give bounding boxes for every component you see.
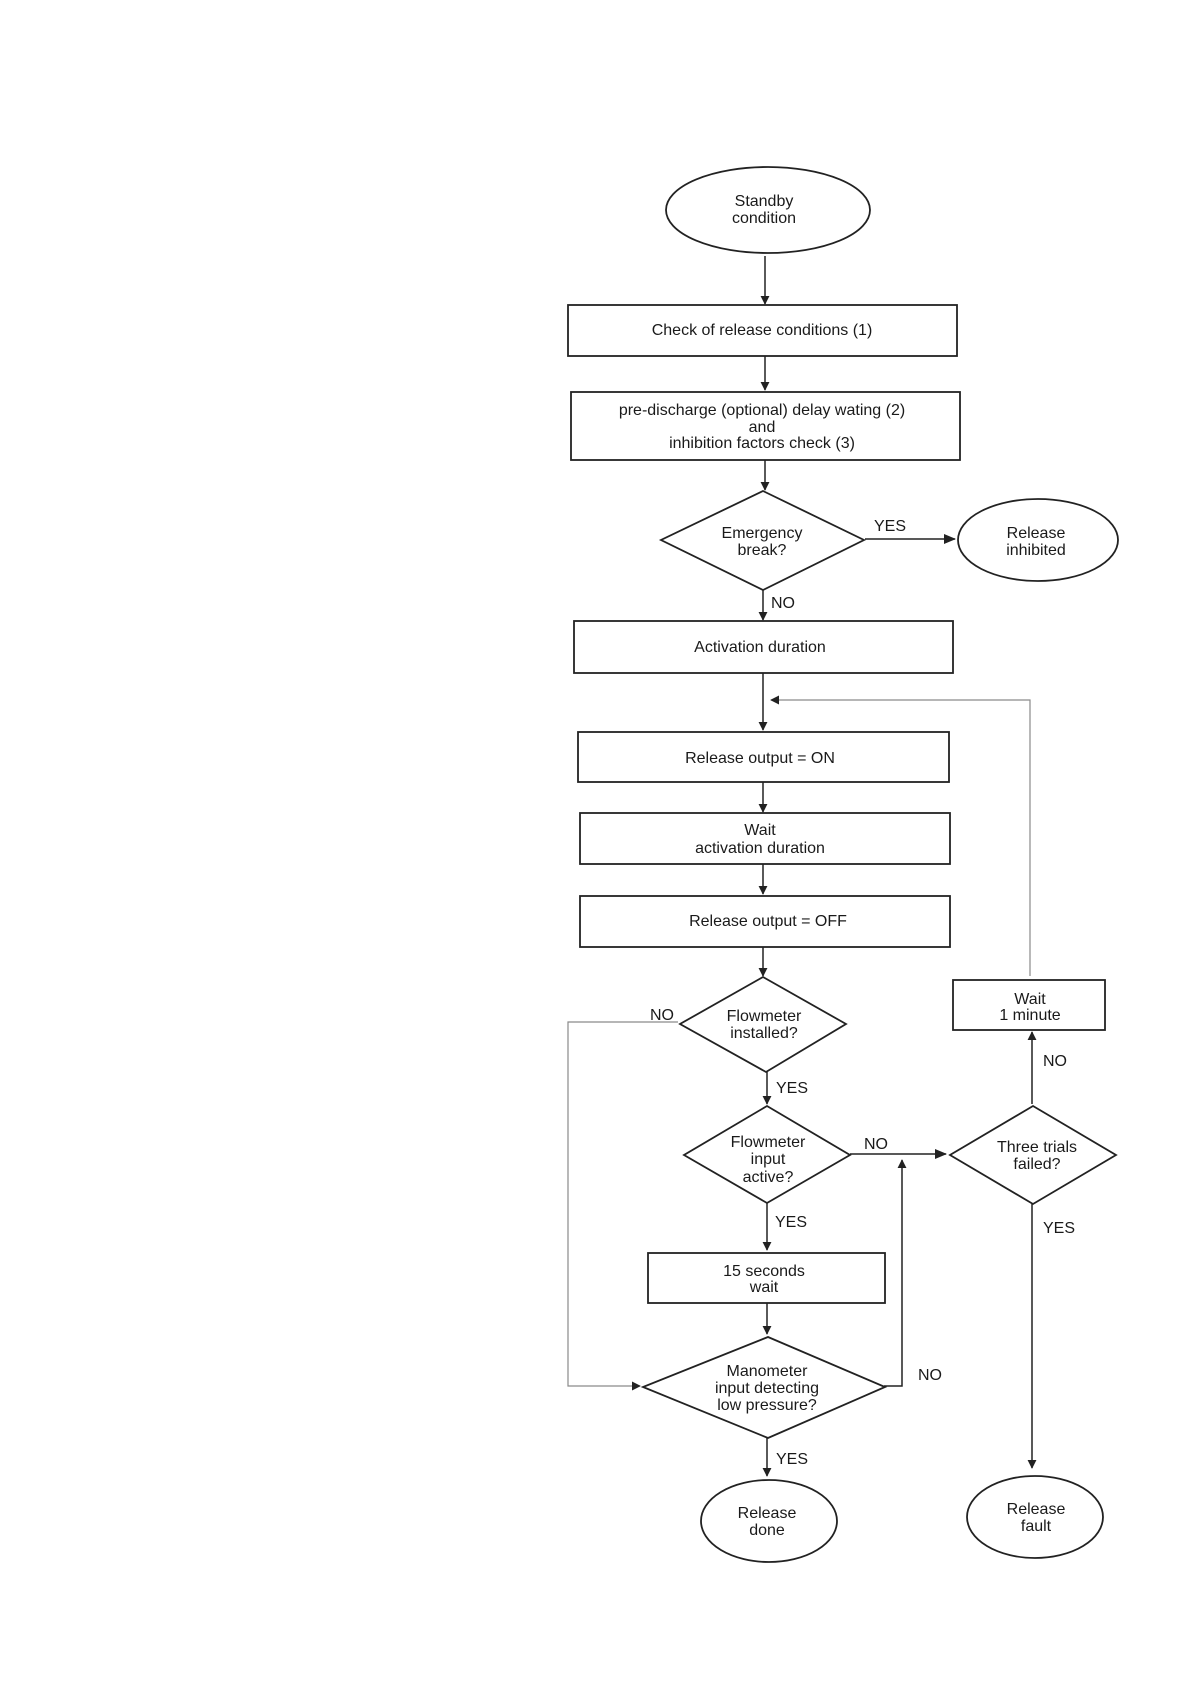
release-done-ellipse <box>700 1479 838 1563</box>
release-fault-label-line-1: Release <box>1007 1501 1066 1518</box>
15-seconds-label-line-1: 15 seconds <box>723 1263 805 1280</box>
three-trials-label-line-2: failed? <box>1013 1156 1060 1173</box>
node-flowmeter-input-active: Flowmeter input active? <box>682 1104 852 1205</box>
release-done-label-line-2: done <box>749 1522 785 1539</box>
label-flowmeter-installed-yes: YES <box>776 1080 808 1097</box>
label-flowmeter-input-no: NO <box>864 1136 888 1153</box>
activation-duration-box <box>573 620 954 674</box>
edge-wait-1-minute-loop <box>770 695 1031 976</box>
activation-duration-label: Activation duration <box>694 639 826 656</box>
pre-discharge-label-line-1: pre-discharge (optional) delay wating (2… <box>619 402 905 419</box>
pre-discharge-label-line-3: inhibition factors check (3) <box>669 435 855 452</box>
node-release-output-on: Release output = ON <box>577 731 950 783</box>
flowmeter-input-label-line-2: input <box>751 1151 786 1168</box>
label-three-trials-no: NO <box>1043 1053 1067 1070</box>
flowmeter-input-label-line-1: Flowmeter <box>731 1134 806 1151</box>
wait-1-minute-box <box>952 979 1106 1031</box>
release-output-off-label: Release output = OFF <box>689 913 847 930</box>
manometer-label-line-2: input detecting <box>715 1380 819 1397</box>
flowmeter-input-diamond <box>682 1104 852 1205</box>
standby-ellipse <box>665 166 871 254</box>
emergency-break-diamond <box>658 490 867 592</box>
node-check-release-conditions: Check of release conditions (1) <box>567 304 958 357</box>
label-flowmeter-installed-no: NO <box>650 1007 674 1024</box>
node-activation-duration: Activation duration <box>573 620 954 674</box>
label-manometer-no: NO <box>918 1367 942 1384</box>
label-flowmeter-input-yes: YES <box>775 1214 807 1231</box>
node-emergency-break: Emergency break? <box>658 490 867 592</box>
wait-1-minute-label-line-2: 1 minute <box>999 1007 1060 1024</box>
wait-activation-box <box>579 812 951 865</box>
15-seconds-box <box>647 1252 886 1304</box>
standby-label-line-2: condition <box>732 210 796 227</box>
connectors <box>567 256 1037 1477</box>
label-emergency-no: NO <box>771 595 795 612</box>
wait-activation-label-line-1: Wait <box>744 822 776 839</box>
emergency-break-label-line-2: break? <box>738 542 787 559</box>
edge-manometer-no <box>884 1159 907 1387</box>
pre-discharge-label-line-2: and <box>749 419 776 436</box>
wait-activation-label-line-2: activation duration <box>695 840 825 857</box>
node-release-done: Release done <box>700 1479 838 1563</box>
standby-label-line-1: Standby <box>735 193 794 210</box>
release-inhibited-ellipse <box>957 498 1119 582</box>
node-flowmeter-installed: Flowmeter installed? <box>678 975 848 1074</box>
node-pre-discharge: pre-discharge (optional) delay wating (2… <box>570 391 961 461</box>
node-three-trials-failed: Three trials failed? <box>948 1104 1118 1206</box>
flowmeter-installed-label-line-2: installed? <box>730 1025 798 1042</box>
emergency-break-label-line-1: Emergency <box>722 525 803 542</box>
three-trials-label-line-1: Three trials <box>997 1139 1077 1156</box>
manometer-label-line-1: Manometer <box>727 1363 809 1380</box>
manometer-label-line-3: low pressure? <box>717 1397 817 1414</box>
release-output-on-label: Release output = ON <box>685 750 835 767</box>
release-output-on-box <box>577 731 950 783</box>
node-release-inhibited: Release inhibited <box>957 498 1119 582</box>
node-release-fault: Release fault <box>966 1475 1104 1559</box>
pre-discharge-box <box>570 391 961 461</box>
check-release-box <box>567 304 958 357</box>
release-inhibited-label-line-1: Release <box>1007 525 1066 542</box>
label-three-trials-yes: YES <box>1043 1220 1075 1237</box>
check-release-label: Check of release conditions (1) <box>652 322 873 339</box>
flowmeter-installed-label-line-1: Flowmeter <box>727 1008 802 1025</box>
node-wait-activation-duration: Wait activation duration <box>579 812 951 865</box>
node-manometer-low-pressure: Manometer input detecting low pressure? <box>640 1336 888 1439</box>
wait-1-minute-label-line-1: Wait <box>1014 991 1046 1008</box>
node-wait-1-minute: Wait 1 minute <box>952 979 1106 1031</box>
release-inhibited-label-line-2: inhibited <box>1006 542 1066 559</box>
flowmeter-input-label-line-3: active? <box>743 1169 794 1186</box>
edge-labels: YES NO NO YES NO YES NO YES NO YES <box>650 518 1075 1468</box>
release-output-off-box <box>579 895 951 948</box>
node-release-output-off: Release output = OFF <box>579 895 951 948</box>
label-emergency-yes: YES <box>874 518 906 535</box>
edge-flowmeter-installed-no <box>567 1021 678 1391</box>
node-standby: Standby condition <box>665 166 871 254</box>
three-trials-diamond <box>948 1104 1118 1206</box>
manometer-diamond <box>640 1336 888 1439</box>
release-done-label-line-1: Release <box>738 1505 797 1522</box>
flowmeter-installed-diamond <box>678 975 848 1074</box>
release-fault-ellipse <box>966 1475 1104 1559</box>
node-15-seconds-wait: 15 seconds wait <box>647 1252 886 1304</box>
15-seconds-label-line-2: wait <box>749 1279 779 1296</box>
release-fault-label-line-2: fault <box>1021 1518 1052 1535</box>
label-manometer-yes: YES <box>776 1451 808 1468</box>
